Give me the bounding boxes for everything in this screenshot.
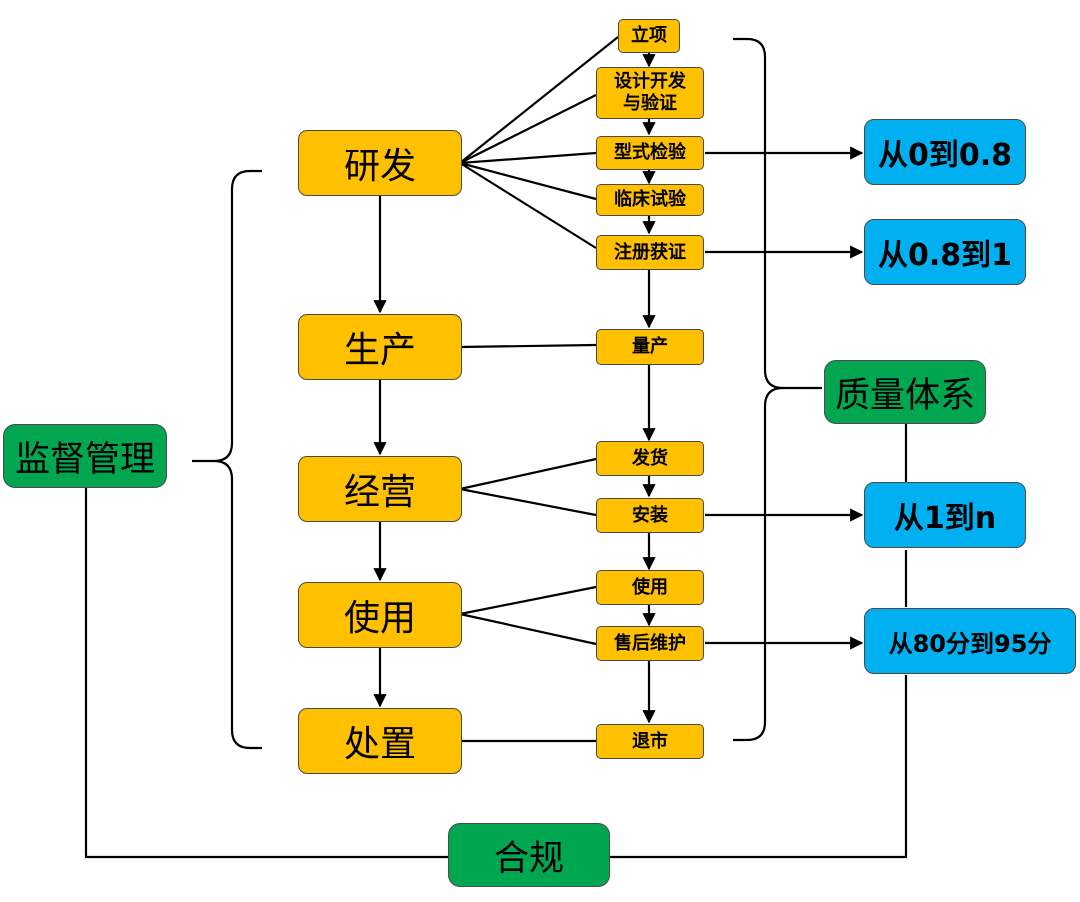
compliance-loop-left: [84, 488, 448, 859]
quality-system-box: 质量体系: [824, 360, 986, 424]
connector-production-mass: [459, 343, 597, 349]
compliance-loop-right: [610, 675, 908, 859]
stage-rd: 研发: [298, 130, 462, 196]
connector-rd-design: [459, 94, 597, 164]
step-mass-production: 量产: [596, 329, 704, 365]
connector-rd-registration: [459, 162, 597, 249]
step-use: 使用: [596, 570, 704, 605]
step-delisting: 退市: [596, 724, 704, 759]
left-brace: [192, 169, 262, 750]
connector-rd-lixiang: [459, 36, 619, 164]
outcome-80-to-95: 从80分到95分: [864, 608, 1076, 674]
outcome-0-to-0.8: 从0到0.8: [864, 119, 1026, 185]
supervision-box: 监督管理: [3, 424, 167, 488]
step-lixiang: 立项: [618, 19, 680, 53]
connector-usage-aftersales: [459, 612, 597, 646]
step-type-test: 型式检验: [596, 136, 704, 170]
connector-usage-use: [459, 585, 597, 616]
connector-business-install: [459, 487, 597, 517]
step-installation: 安装: [596, 498, 704, 533]
right-brace: [733, 37, 822, 742]
outcome-0.8-to-1: 从0.8到1: [864, 219, 1026, 285]
connector-rd-type-test: [459, 151, 597, 165]
stage-disposal: 处置: [298, 708, 462, 774]
step-clinical: 临床试验: [596, 184, 704, 216]
outcome-1-to-n: 从1到n: [864, 482, 1026, 548]
connector-business-ship: [459, 457, 597, 491]
step-design: 设计开发 与验证: [596, 67, 704, 119]
connector-rd-clinical: [459, 161, 597, 201]
stage-usage: 使用: [298, 582, 462, 648]
stage-business: 经营: [298, 456, 462, 522]
step-registration: 注册获证: [596, 235, 704, 270]
step-shipping: 发货: [596, 441, 704, 476]
step-after-sales: 售后维护: [596, 626, 704, 661]
stage-production: 生产: [298, 314, 462, 380]
compliance-box: 合规: [448, 823, 610, 887]
